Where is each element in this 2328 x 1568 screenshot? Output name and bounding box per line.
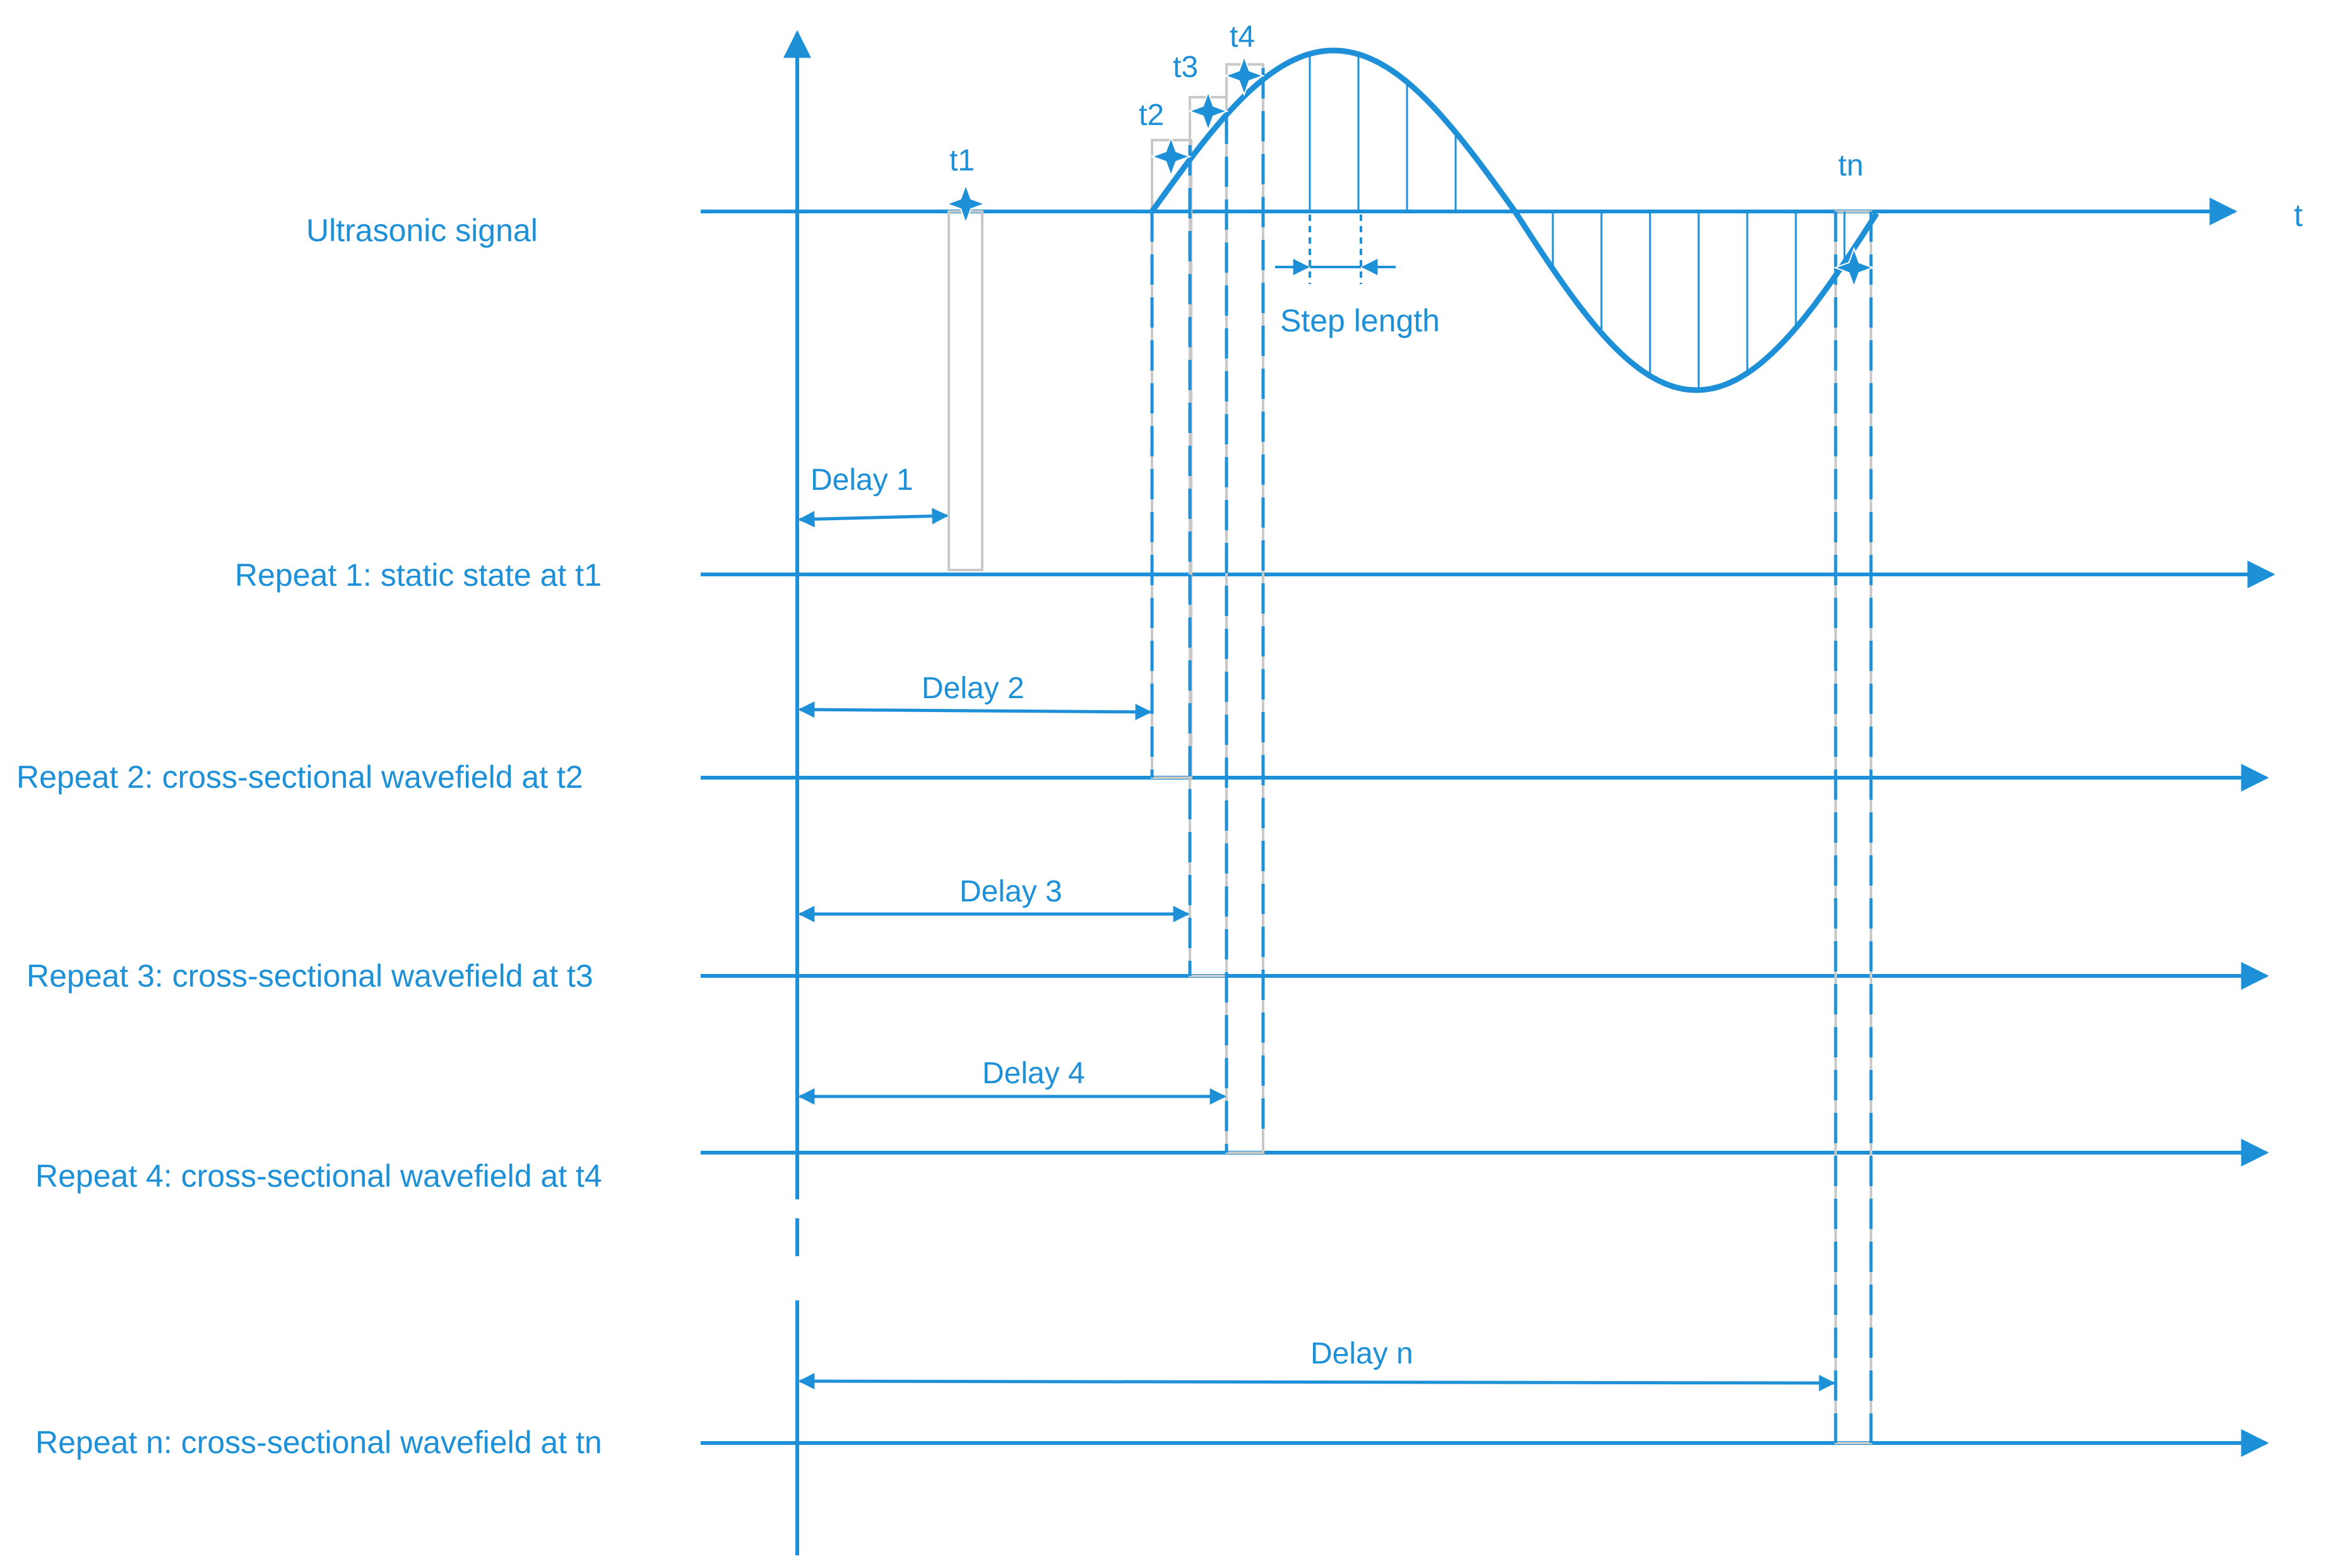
t2-label: t2 bbox=[1139, 98, 1164, 132]
four-point-star-icon bbox=[945, 183, 987, 225]
delay1-label: Delay 1 bbox=[811, 463, 913, 497]
four-point-star-icon bbox=[1223, 55, 1265, 97]
delay-arrows bbox=[798, 508, 1836, 1391]
delayn-arrow bbox=[798, 1373, 1836, 1391]
step-length-indicator bbox=[1275, 215, 1396, 284]
delay3-label: Delay 3 bbox=[959, 875, 1062, 908]
sampling-windows bbox=[947, 63, 1872, 1444]
four-point-star-icon bbox=[1150, 136, 1192, 177]
projection-lines bbox=[1150, 68, 1873, 1443]
window-t1 bbox=[947, 210, 983, 571]
t1-label: t1 bbox=[949, 144, 975, 177]
waveform-sampling-hatch bbox=[1309, 54, 1846, 390]
repeat2-label: Repeat 2: cross-sectional wavefield at t… bbox=[16, 759, 583, 795]
step-length-label: Step length bbox=[1280, 303, 1440, 338]
delay2-label: Delay 2 bbox=[922, 672, 1024, 705]
tn-label: tn bbox=[1838, 149, 1863, 182]
t4-label: t4 bbox=[1230, 20, 1255, 54]
four-point-star-icon bbox=[1833, 247, 1875, 288]
delay2-arrow bbox=[798, 701, 1152, 720]
delayn-label: Delay n bbox=[1310, 1337, 1413, 1370]
repeat3-label: Repeat 3: cross-sectional wavefield at t… bbox=[27, 958, 593, 994]
window-t4 bbox=[1225, 63, 1264, 1154]
t3-label: t3 bbox=[1173, 50, 1198, 84]
repeat4-label: Repeat 4: cross-sectional wavefield at t… bbox=[35, 1158, 602, 1194]
repeatn-label: Repeat n: cross-sectional wavefield at t… bbox=[35, 1425, 602, 1460]
delay4-label: Delay 4 bbox=[982, 1057, 1085, 1090]
delay1-arrow bbox=[798, 508, 949, 528]
window-tn bbox=[1834, 210, 1872, 1444]
signal-label: Ultrasonic signal bbox=[306, 213, 538, 248]
sample-markers bbox=[945, 55, 1875, 288]
window-t2 bbox=[1151, 139, 1192, 779]
time-axis-label: t bbox=[2294, 198, 2303, 233]
ultrasonic-waveform bbox=[1149, 47, 1879, 393]
repeat1-label: Repeat 1: static state at t1 bbox=[235, 557, 602, 593]
four-point-star-icon bbox=[1187, 90, 1229, 132]
window-t3 bbox=[1189, 96, 1228, 977]
